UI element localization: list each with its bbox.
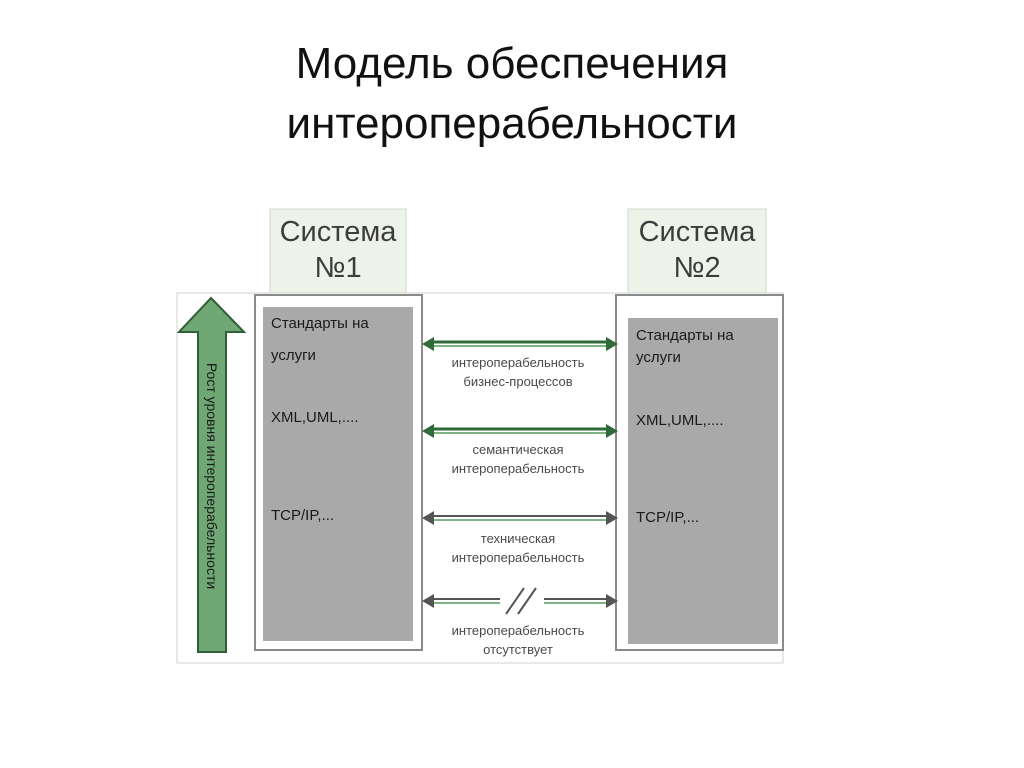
system2-services-line2: услуги xyxy=(636,349,681,366)
growth-arrow xyxy=(176,296,247,653)
system1-services-line1: Стандарты на xyxy=(271,315,369,332)
system1-label-box xyxy=(269,208,407,294)
system1-services-line2: услуги xyxy=(271,347,316,364)
system2-name-line2: №2 xyxy=(673,252,721,284)
level-business-line2: бизнес-процессов xyxy=(463,374,573,389)
arrow-technical xyxy=(422,511,618,525)
system1-tcp: TCP/IP,... xyxy=(271,507,335,524)
level-business-line1: интероперабельность xyxy=(451,355,585,370)
title-line-2: интероперабельности xyxy=(286,99,738,148)
system1-panel xyxy=(263,307,413,641)
slide-title: Модель обеспечения интероперабельности xyxy=(0,34,1024,154)
arrow-semantic xyxy=(422,424,618,438)
system2-name-line1: Система xyxy=(638,216,756,248)
level-technical-line1: техническая xyxy=(480,531,556,546)
system2-name: Система №2 xyxy=(628,214,766,286)
system2-panel xyxy=(628,318,778,644)
level-technical-line2: интероперабельность xyxy=(451,550,585,565)
level-business-label: интероперабельность бизнес-процессов xyxy=(418,353,618,391)
system1-name-line2: №1 xyxy=(314,252,362,284)
level-semantic-line1: семантическая xyxy=(472,442,564,457)
level-technical-label: техническая интероперабельность xyxy=(418,529,618,567)
level-semantic-line2: интероперабельность xyxy=(451,461,585,476)
level-absent-line1: интероперабельность xyxy=(451,623,585,638)
growth-label: Рост уровня интероперабельности xyxy=(204,362,220,590)
system2-tcp: TCP/IP,... xyxy=(636,509,700,526)
arrow-absent xyxy=(422,587,618,615)
system1-name: Система №1 xyxy=(270,214,406,286)
title-line-1: Модель обеспечения xyxy=(295,39,729,88)
system2-xml: XML,UML,.... xyxy=(636,412,724,429)
level-absent-line2: отсутствует xyxy=(483,642,553,657)
level-absent-label: интероперабельность отсутствует xyxy=(418,621,618,659)
system2-services-line1: Стандарты на xyxy=(636,327,734,344)
level-semantic-label: семантическая интероперабельность xyxy=(418,440,618,478)
arrow-business xyxy=(422,337,618,351)
system1-name-line1: Система xyxy=(279,216,397,248)
system2-label-box xyxy=(627,208,767,294)
system1-xml: XML,UML,.... xyxy=(271,409,359,426)
